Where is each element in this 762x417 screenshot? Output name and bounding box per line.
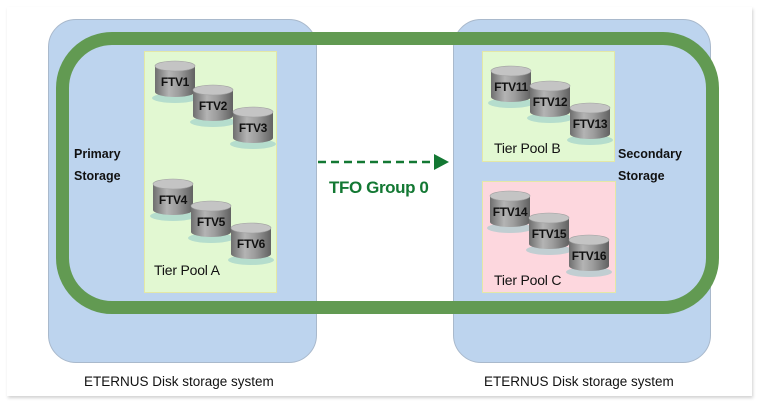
volume-ftv15: FTV15 <box>526 212 572 255</box>
disk-cylinder-icon <box>566 234 612 277</box>
primary-label-line2: Storage <box>74 169 121 183</box>
tier-pool-b-label: Tier Pool B <box>494 140 561 156</box>
secondary-system-label: ETERNUS Disk storage system <box>484 374 674 389</box>
volume-ftv2: FTV2 <box>190 84 236 127</box>
volume-label: FTV13 <box>572 117 608 131</box>
primary-storage-label: Primary Storage <box>74 143 121 187</box>
replication-arrow-icon <box>318 154 449 170</box>
secondary-label-line1: Secondary <box>618 147 682 161</box>
volume-label: FTV15 <box>531 227 567 241</box>
primary-system-label: ETERNUS Disk storage system <box>84 374 274 389</box>
volume-ftv11: FTV11 <box>488 65 534 108</box>
volume-ftv16: FTV16 <box>566 234 612 277</box>
tier-pool-a-label: Tier Pool A <box>154 262 220 278</box>
volume-label: FTV2 <box>198 99 228 113</box>
primary-label-line1: Primary <box>74 147 121 161</box>
volume-ftv1: FTV1 <box>152 60 198 103</box>
volume-label: FTV16 <box>571 249 607 263</box>
disk-cylinder-icon <box>230 106 276 149</box>
secondary-label-line2: Storage <box>618 169 665 183</box>
volume-ftv4: FTV4 <box>150 178 196 221</box>
disk-cylinder-icon <box>567 102 613 145</box>
volume-label: FTV12 <box>532 95 568 109</box>
disk-cylinder-icon <box>190 84 236 127</box>
disk-cylinder-icon <box>188 200 234 243</box>
tier-pool-c-label: Tier Pool C <box>494 272 562 288</box>
volume-label: FTV3 <box>238 121 268 135</box>
volume-ftv14: FTV14 <box>487 190 533 233</box>
secondary-storage-label: Secondary Storage <box>618 143 682 187</box>
volume-label: FTV11 <box>494 80 528 94</box>
volume-label: FTV6 <box>236 237 266 251</box>
tfo-group-loop <box>56 32 719 314</box>
disk-cylinder-icon <box>228 222 274 265</box>
volume-ftv6: FTV6 <box>228 222 274 265</box>
volume-ftv5: FTV5 <box>188 200 234 243</box>
volume-label: FTV4 <box>158 193 188 207</box>
volume-label: FTV1 <box>160 75 190 89</box>
volume-ftv12: FTV12 <box>527 80 573 123</box>
disk-cylinder-icon <box>487 190 533 233</box>
tfo-group-label: TFO Group 0 <box>329 178 429 197</box>
disk-cylinder-icon <box>526 212 572 255</box>
volume-label: FTV14 <box>492 205 528 219</box>
disk-cylinder-icon <box>488 65 534 108</box>
volume-label: FTV5 <box>196 215 226 229</box>
disk-cylinder-icon <box>527 80 573 123</box>
disk-cylinder-icon <box>152 60 198 103</box>
volume-ftv3: FTV3 <box>230 106 276 149</box>
disk-cylinder-icon <box>150 178 196 221</box>
volume-ftv13: FTV13 <box>567 102 613 145</box>
